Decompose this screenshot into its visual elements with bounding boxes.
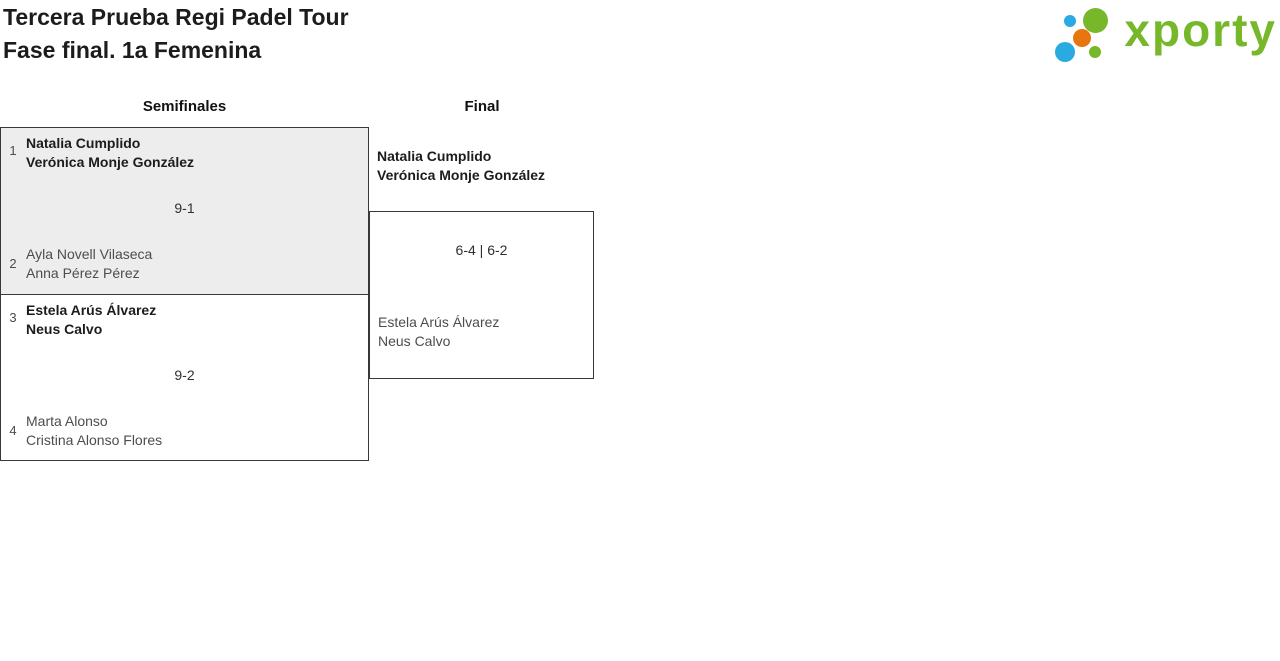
tournament-title-line1: Tercera Prueba Regi Padel Tour	[3, 4, 349, 30]
player-name: Estela Arús Álvarez	[378, 314, 500, 330]
logo-dot-green-big-icon	[1083, 8, 1109, 33]
player-name: Neus Calvo	[26, 321, 103, 337]
match-semifinal-2[interactable]: 3 Estela Arús Álvarez Neus Calvo 9-2 4 M…	[0, 295, 369, 461]
tournament-title: Tercera Prueba Regi Padel Tour Fase fina…	[3, 1, 349, 67]
match-semifinal-1[interactable]: 1 Natalia Cumplido Verónica Monje Gonzál…	[0, 127, 369, 295]
player-name: Neus Calvo	[378, 333, 451, 349]
logo-dot-blue-small-icon	[1064, 15, 1077, 27]
logo-dot-orange-icon	[1073, 29, 1092, 47]
seed-number: 4	[9, 423, 17, 438]
player-name: Estela Arús Álvarez	[26, 302, 157, 318]
player-name: Anna Pérez Pérez	[26, 265, 140, 281]
player-name: Cristina Alonso Flores	[26, 432, 163, 448]
tournament-title-line2: Fase final. 1a Femenina	[3, 37, 262, 63]
xporty-logo[interactable]: xporty	[1053, 0, 1277, 68]
logo-dot-blue-big-icon	[1055, 42, 1076, 62]
match-score: 9-1	[174, 200, 195, 216]
player-name: Natalia Cumplido	[26, 135, 141, 151]
seed-number: 1	[9, 143, 17, 158]
round-label-final: Final	[464, 98, 500, 115]
logo-wordmark: xporty	[1124, 4, 1277, 56]
team-final-top: Natalia Cumplido Verónica Monje González	[377, 147, 545, 185]
player-name: Ayla Novell Vilaseca	[26, 246, 153, 262]
player-name: Verónica Monje González	[26, 154, 195, 170]
match-final[interactable]: 6-4 | 6-2 Estela Arús Álvarez Neus Calvo	[369, 211, 594, 379]
match-score: 9-2	[174, 367, 195, 383]
team-sf1-top: Natalia Cumplido Verónica Monje González	[26, 134, 194, 172]
xporty-logo-dots-icon	[1053, 5, 1115, 63]
player-name: Marta Alonso	[26, 413, 108, 429]
logo-dot-green-small-icon	[1089, 46, 1102, 58]
team-sf2-top: Estela Arús Álvarez Neus Calvo	[26, 301, 156, 339]
seed-number: 3	[9, 310, 17, 325]
seed-number: 2	[9, 256, 17, 271]
player-name: Natalia Cumplido	[377, 148, 492, 164]
team-final-bottom: Estela Arús Álvarez Neus Calvo	[378, 313, 499, 351]
team-sf2-bottom: Marta Alonso Cristina Alonso Flores	[26, 412, 162, 450]
player-name: Verónica Monje González	[377, 167, 546, 183]
round-label-semifinales: Semifinales	[142, 98, 227, 115]
team-sf1-bottom: Ayla Novell Vilaseca Anna Pérez Pérez	[26, 245, 152, 283]
match-score: 6-4 | 6-2	[455, 242, 508, 258]
